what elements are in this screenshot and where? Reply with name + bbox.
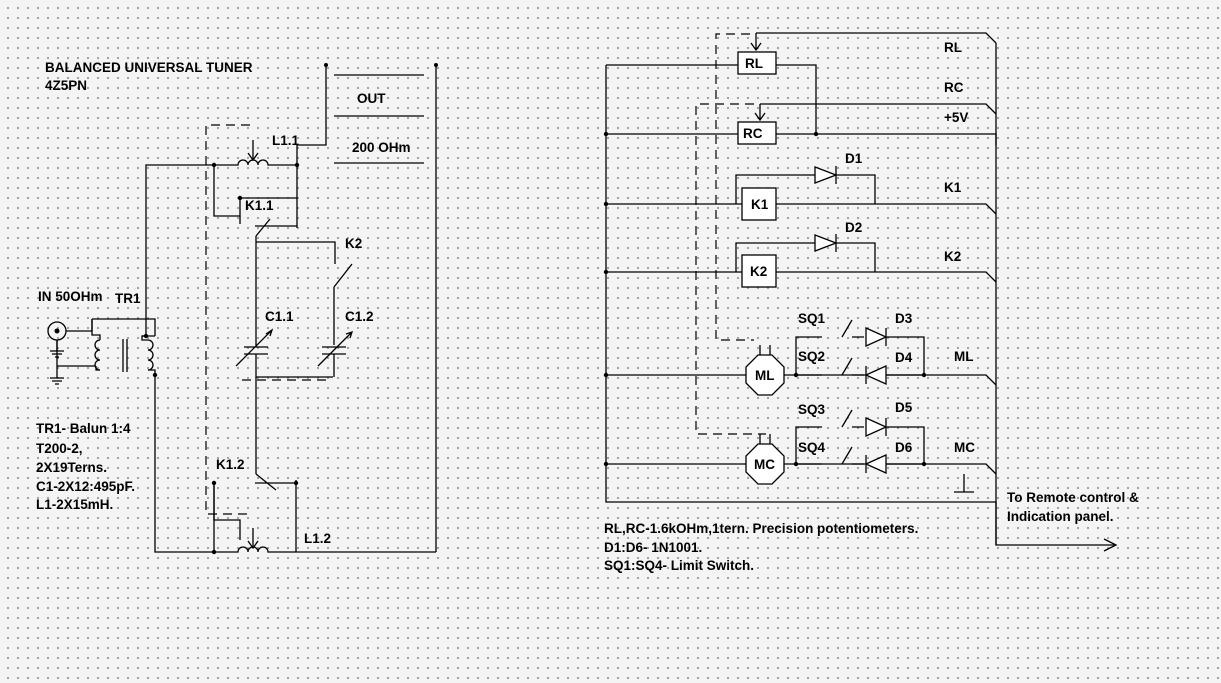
sq3-label: SQ3 <box>798 402 826 417</box>
sq1-label: SQ1 <box>798 311 826 326</box>
sq2-label: SQ2 <box>798 349 825 364</box>
d3-diode <box>865 326 888 348</box>
k2-relay <box>735 242 876 288</box>
d5-label: D5 <box>895 400 913 415</box>
rc-potentiometer <box>737 104 777 145</box>
remote-label-line1: To Remote control & <box>1007 490 1139 505</box>
k2-label: K2 <box>345 236 362 251</box>
k11-contact <box>239 198 298 242</box>
note-left-line: T200-2, <box>36 441 83 456</box>
d4-diode <box>864 364 887 386</box>
k1-box-label: K1 <box>751 197 769 212</box>
d3-label: D3 <box>895 311 913 326</box>
title: BALANCED UNIVERSAL TUNER <box>45 60 253 75</box>
ml-motor <box>745 345 785 396</box>
out-label: OUT <box>357 91 386 106</box>
note-right-line: SQ1:SQ4- Limit Switch. <box>604 558 754 573</box>
rc-box-label: RC <box>743 126 763 141</box>
out-mc-label: MC <box>954 440 975 455</box>
c12-label: C1.2 <box>345 309 374 324</box>
note-left-line: L1-2X15mH. <box>36 497 113 512</box>
tr1-label: TR1 <box>115 291 141 306</box>
l12-inductor <box>211 483 436 555</box>
l11-label: L1.1 <box>272 133 300 148</box>
input-label: IN 50OHm <box>38 289 103 304</box>
out-ml-label: ML <box>954 349 974 364</box>
out-k2-label: K2 <box>944 249 961 264</box>
ml-limit-switches <box>793 319 927 378</box>
out-rl-label: RL <box>944 40 962 55</box>
d2-diode <box>814 234 838 252</box>
d4-label: D4 <box>895 350 913 365</box>
d6-diode <box>864 453 887 475</box>
c12-capacitor <box>317 330 354 377</box>
out-k1-label: K1 <box>944 180 962 195</box>
input-connector <box>47 319 96 385</box>
out-rc-label: RC <box>944 80 964 95</box>
ml-motor-label: ML <box>755 368 775 383</box>
d1-diode <box>814 166 838 184</box>
rf-wiring <box>143 164 214 553</box>
k12-contact <box>211 377 299 540</box>
mc-motor <box>745 434 785 485</box>
rl-ml-link <box>715 33 754 341</box>
notes-right: RL,RC-1.6kOHm,1tern. Precision potentiom… <box>604 521 918 573</box>
c11-capacitor <box>235 242 333 378</box>
note-left-line: TR1- Balun 1:4 <box>36 421 131 436</box>
out-5v-label: +5V <box>944 110 968 125</box>
mc-limit-switches <box>793 409 974 493</box>
control-bus <box>603 32 1118 552</box>
rl-potentiometer <box>737 33 777 75</box>
note-right-line: D1:D6- 1N1001. <box>604 540 702 555</box>
mc-motor-label: MC <box>754 457 775 472</box>
l1-gang-link <box>205 124 252 515</box>
k1-relay <box>735 174 876 221</box>
rc-mc-link <box>695 103 766 435</box>
impedance-label: 200 OHm <box>352 140 411 155</box>
output-terminals <box>324 63 438 552</box>
k2-contact <box>256 241 353 345</box>
l12-label: L1.2 <box>304 531 331 546</box>
remote-label-line2: Indication panel. <box>1007 509 1114 524</box>
d6-label: D6 <box>895 440 913 455</box>
k11-label: K1.1 <box>245 198 274 213</box>
d5-diode <box>865 416 888 438</box>
note-right-line: RL,RC-1.6kOHm,1tern. Precision potentiom… <box>604 521 918 536</box>
l11-inductor <box>211 65 327 217</box>
rl-box-label: RL <box>745 56 763 71</box>
sq4-label: SQ4 <box>798 440 826 455</box>
d1-label: D1 <box>845 151 863 166</box>
note-left-line: 2X19Terns. <box>36 460 107 475</box>
k12-label: K1.2 <box>216 457 245 472</box>
note-left-line: C1-2X12:495pF. <box>36 479 135 494</box>
d2-label: D2 <box>845 220 862 235</box>
k2-box-label: K2 <box>750 264 767 279</box>
c11-label: C1.1 <box>265 309 294 324</box>
notes-left: TR1- Balun 1:4 T200-2, 2X19Terns. C1-2X1… <box>36 421 135 512</box>
author: 4Z5PN <box>45 78 87 93</box>
